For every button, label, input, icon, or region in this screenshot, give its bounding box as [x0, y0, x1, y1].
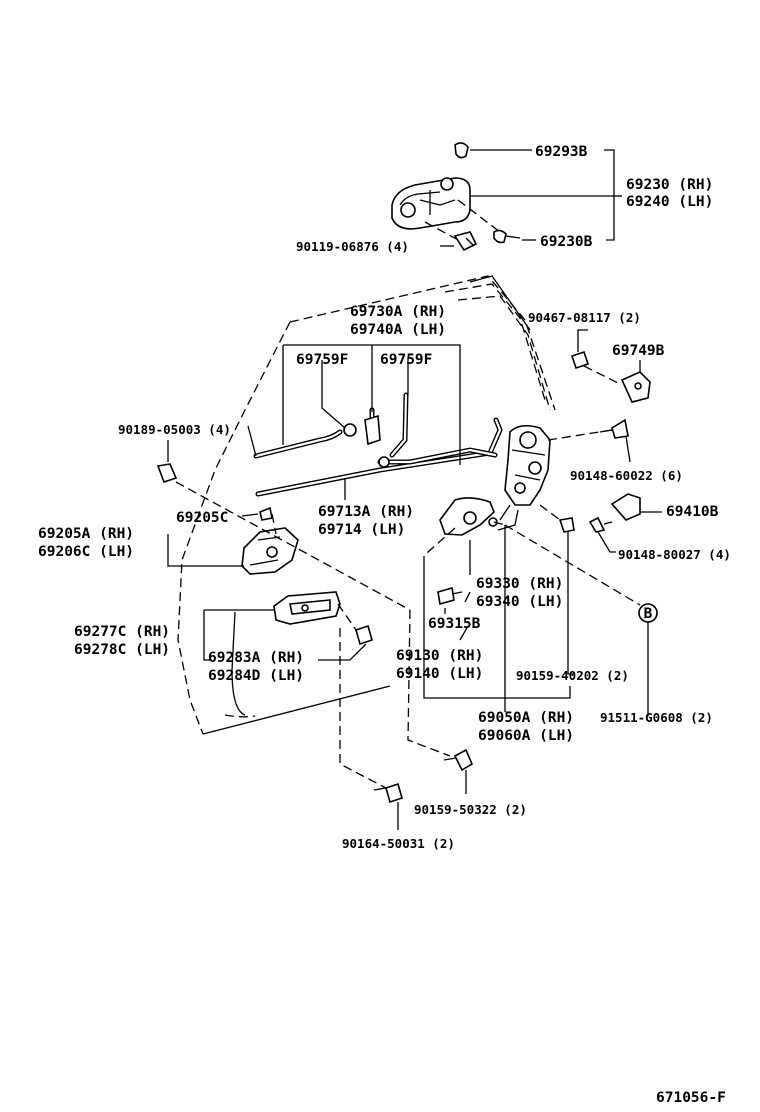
label-69283A: 69283A (RH): [208, 650, 304, 666]
bolt-90159-40202: [558, 517, 575, 533]
door-panel-outline: [177, 275, 556, 735]
label-90467: 90467-08117 (2): [528, 310, 641, 325]
label-90159-40202: 90159-40202 (2): [516, 668, 629, 683]
label-69714: 69714 (LH): [318, 522, 405, 538]
bolt-90119: [453, 231, 478, 252]
label-69206C: 69206C (LH): [38, 544, 134, 560]
label-69205C: 69205C: [176, 510, 228, 526]
clip-90467: [570, 350, 590, 370]
label-69410B: 69410B: [666, 504, 719, 520]
rod-clips-69759F: [343, 414, 390, 468]
circle-b-label: B: [644, 606, 653, 622]
clip-69293B: [454, 142, 469, 159]
label-90159-50322: 90159-50322 (2): [414, 802, 527, 817]
label-69230-rh: 69230 (RH): [626, 177, 713, 193]
striker-69749B: [620, 371, 651, 403]
label-69749B: 69749B: [612, 343, 665, 359]
label-69284D: 69284D (LH): [208, 668, 304, 684]
label-69340: 69340 (LH): [476, 594, 563, 610]
screw-69205C: [259, 506, 273, 521]
screw-90164-50031: [373, 782, 403, 804]
label-69140: 69140 (LH): [396, 666, 483, 682]
label-69050A: 69050A (RH): [478, 710, 574, 726]
label-69278C: 69278C (LH): [74, 642, 170, 658]
part-labels: 69293B 69230 (RH) 69240 (LH) 90119-06876…: [38, 144, 731, 1106]
screw-90159-50322: [443, 748, 474, 772]
label-69713A: 69713A (RH): [318, 504, 414, 520]
cover-69410B: [610, 493, 641, 521]
label-69060A: 69060A (LH): [478, 728, 574, 744]
lock-rods: [253, 392, 503, 497]
label-90164: 90164-50031 (2): [342, 836, 455, 851]
label-69759F-left: 69759F: [296, 352, 348, 368]
label-69740A: 69740A (LH): [350, 322, 446, 338]
label-69240-lh: 69240 (LH): [626, 194, 713, 210]
label-90189: 90189-05003 (4): [118, 422, 231, 437]
label-69315B: 69315B: [428, 616, 481, 632]
label-90148-80027: 90148-80027 (4): [618, 547, 731, 562]
reference-circle-b: B: [638, 603, 658, 623]
label-69730A: 69730A (RH): [350, 304, 446, 320]
inside-handle-bezel-69205: [241, 527, 299, 575]
inside-handle-69277C: [273, 591, 341, 625]
clip-69230B: [493, 229, 521, 244]
screw-90148-60022: [599, 418, 629, 439]
label-90148-60022: 90148-60022 (6): [570, 468, 683, 483]
label-69130: 69130 (RH): [396, 648, 483, 664]
lock-control-69330: [439, 497, 498, 536]
label-69759F-right: 69759F: [380, 352, 432, 368]
label-69293B: 69293B: [535, 144, 588, 160]
label-69205A: 69205A (RH): [38, 526, 134, 542]
label-69230B: 69230B: [540, 234, 593, 250]
clip-90189: [156, 463, 178, 484]
screw-90148-80027: [588, 516, 613, 533]
diagram-id-label: 671056-F: [656, 1090, 726, 1106]
outside-door-handle: [391, 177, 471, 230]
clip-69315B: [437, 586, 463, 606]
label-90119: 90119-06876 (4): [296, 239, 409, 254]
label-69277C: 69277C (RH): [74, 624, 170, 640]
label-69330: 69330 (RH): [476, 576, 563, 592]
clip-69283A: [355, 624, 373, 646]
label-91511: 91511-G0608 (2): [600, 710, 713, 725]
door-lock-assembly: [497, 424, 551, 531]
